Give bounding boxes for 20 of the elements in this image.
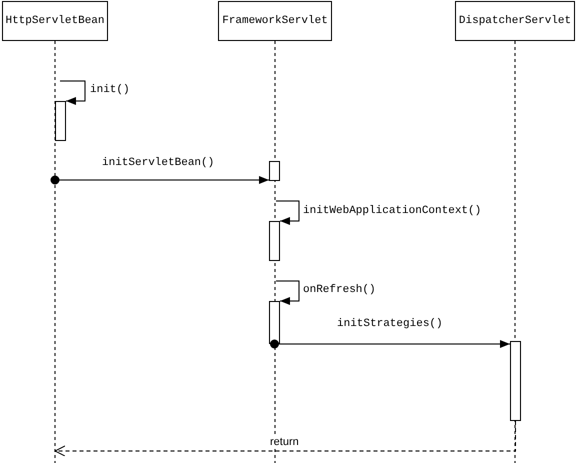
- self-message-arrow: [276, 280, 300, 305]
- participant-box: DispatcherServlet: [455, 1, 575, 41]
- participant-box: FrameworkServlet: [218, 1, 332, 41]
- self-message-arrow: [276, 200, 300, 225]
- activation-bar: [55, 101, 66, 141]
- message-label: onRefresh(): [303, 284, 376, 297]
- activation-bar: [269, 161, 280, 181]
- message-arrow: [270, 340, 510, 348]
- message-label: initServletBean(): [102, 157, 214, 170]
- message-label: init(): [90, 84, 130, 97]
- activation-bar: [510, 341, 521, 421]
- message-label: return: [270, 436, 299, 449]
- participant-box: HttpServletBean: [2, 1, 108, 41]
- return-arrow: [54, 420, 516, 456]
- self-message-arrow: [60, 80, 86, 105]
- message-label: initStrategies(): [337, 318, 443, 331]
- message-arrow: [50, 176, 270, 184]
- activation-bar: [269, 221, 280, 261]
- message-label: initWebApplicationContext(): [303, 205, 482, 218]
- activation-bar: [269, 301, 280, 344]
